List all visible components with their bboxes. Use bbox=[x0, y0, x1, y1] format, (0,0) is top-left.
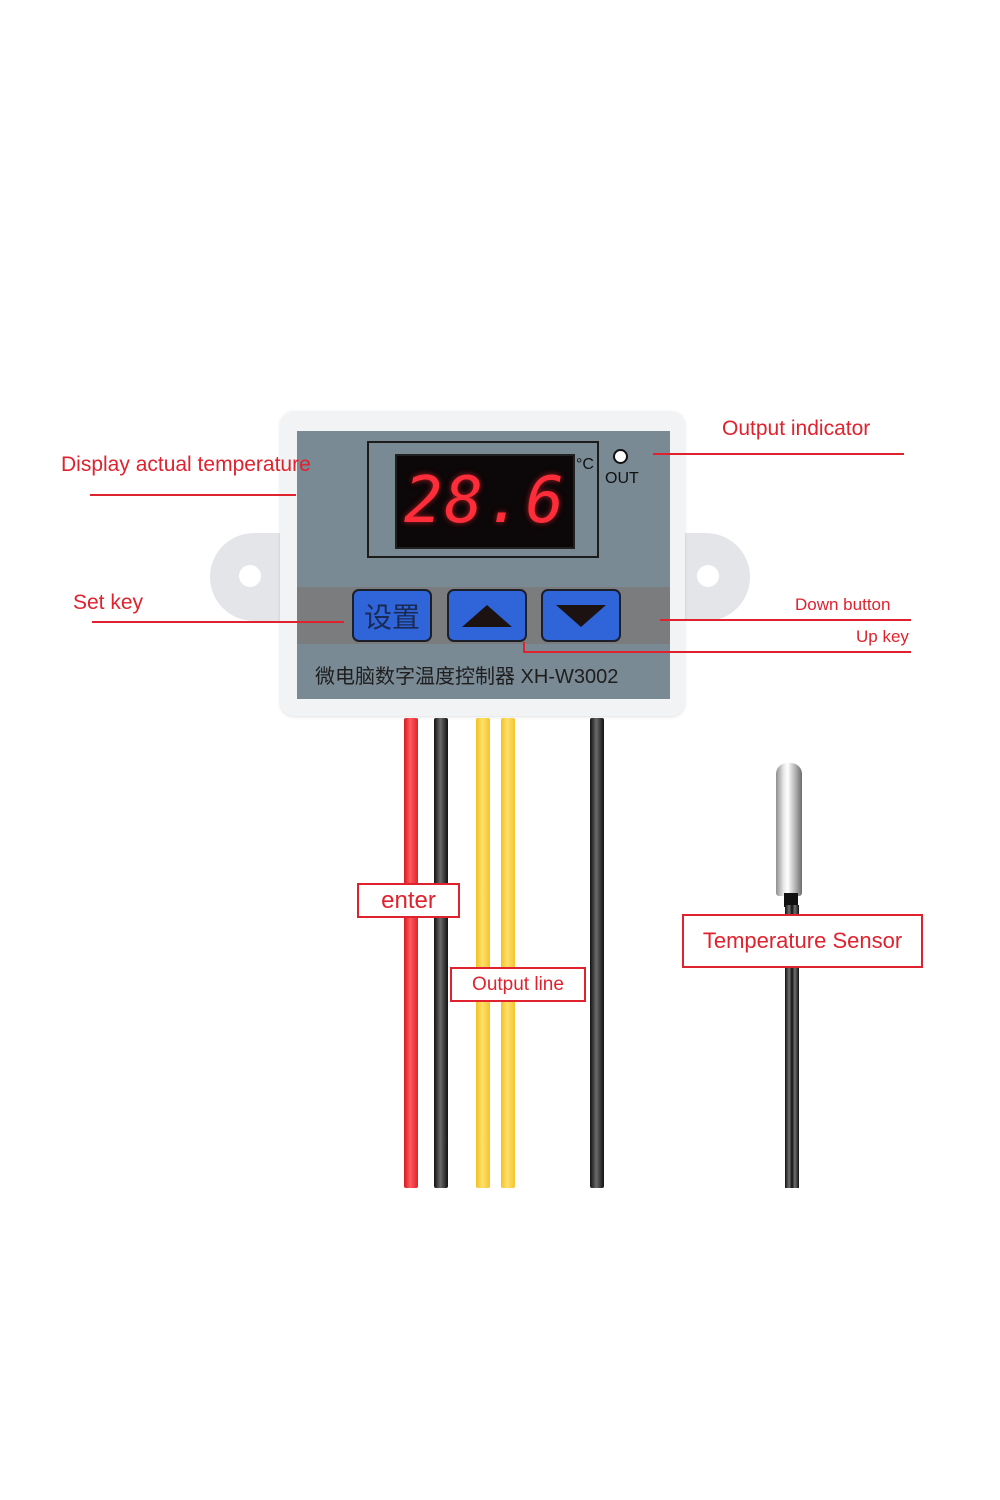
probe-collar bbox=[784, 893, 798, 907]
output-indicator-led bbox=[613, 449, 628, 464]
temperature-probe bbox=[776, 763, 802, 896]
leader-line-display bbox=[90, 494, 296, 496]
leader-line-up-key bbox=[523, 651, 911, 653]
annotation-output-indicator: Output indicator bbox=[722, 417, 871, 440]
temperature-sensor-label: Temperature Sensor bbox=[702, 928, 903, 953]
wire-red bbox=[404, 718, 418, 1188]
annotation-temperature-sensor: Temperature Sensor bbox=[682, 914, 923, 968]
right-mounting-hole bbox=[697, 565, 719, 587]
leader-line-set-key bbox=[92, 621, 344, 623]
wire-black bbox=[434, 718, 448, 1188]
sensor-cable bbox=[785, 905, 799, 1188]
annotation-up-key: Up key bbox=[856, 627, 909, 646]
out-label: OUT bbox=[605, 470, 639, 487]
celsius-unit-label: °C bbox=[576, 456, 594, 473]
leader-line-up-key-vertical bbox=[523, 642, 525, 653]
wire-yellow-1 bbox=[476, 718, 490, 1188]
triangle-down-icon bbox=[556, 604, 606, 627]
leader-line-output-indicator bbox=[653, 453, 904, 455]
set-key-button[interactable]: 设置 bbox=[352, 589, 432, 642]
left-mounting-hole bbox=[239, 565, 261, 587]
annotation-display-actual-temperature: Display actual temperature bbox=[61, 453, 311, 476]
annotation-output-line: Output line bbox=[450, 967, 586, 1002]
enter-label: enter bbox=[381, 886, 436, 914]
wire-black-2 bbox=[590, 718, 604, 1188]
wire-yellow-2 bbox=[501, 718, 515, 1188]
up-key-button[interactable] bbox=[447, 589, 527, 642]
model-label: 微电脑数字温度控制器 XH-W3002 bbox=[315, 666, 619, 688]
set-key-label: 设置 bbox=[363, 600, 420, 634]
annotation-down-button: Down button bbox=[795, 595, 891, 614]
triangle-up-icon bbox=[462, 604, 512, 627]
annotation-enter: enter bbox=[357, 883, 460, 918]
down-key-button[interactable] bbox=[541, 589, 621, 642]
output-line-label: Output line bbox=[472, 973, 564, 995]
leader-line-down-button bbox=[660, 619, 911, 621]
display-frame bbox=[367, 441, 599, 558]
annotation-set-key: Set key bbox=[73, 591, 144, 614]
temperature-display: 28.6 bbox=[395, 454, 575, 549]
